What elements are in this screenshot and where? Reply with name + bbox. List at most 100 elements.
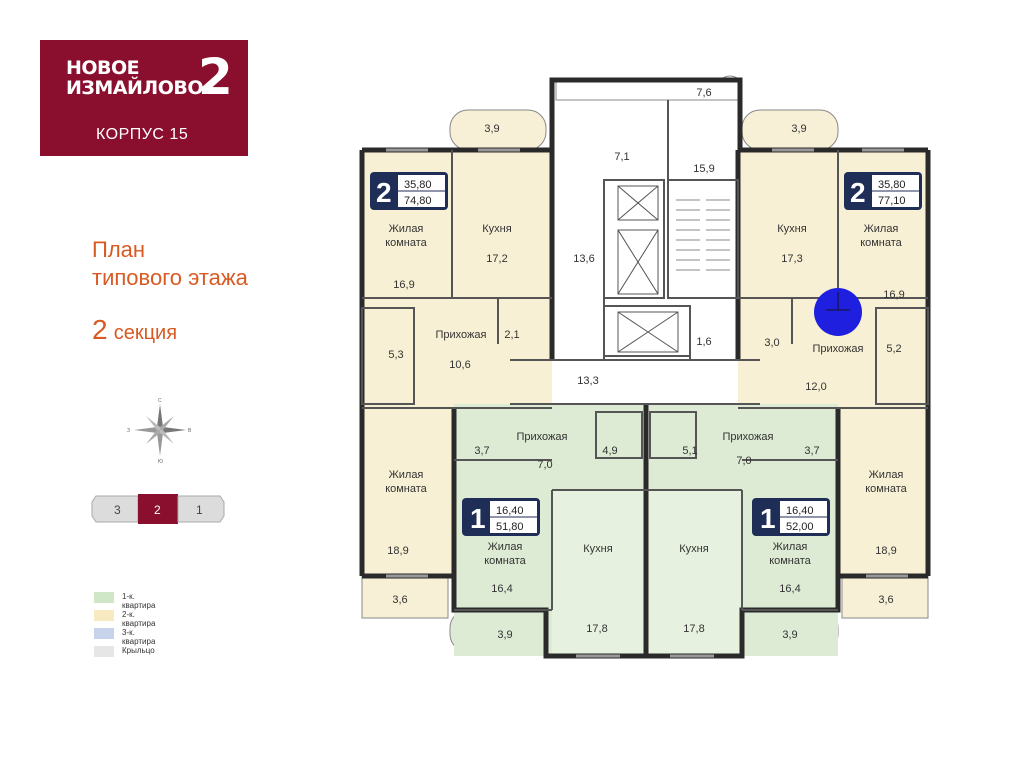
- room-name: Жилая: [773, 541, 808, 553]
- badge-tl[interactable]: 2 35,80 74,80: [370, 172, 448, 210]
- area-label: 5,3: [388, 349, 403, 361]
- area-label: 17,8: [586, 623, 607, 635]
- project-logo: НОВОЕ ИЗМАЙЛОВО 2 КОРПУС 15: [40, 40, 248, 156]
- section-item-3[interactable]: 3: [114, 503, 121, 517]
- balcony-bl[interactable]: [361, 575, 449, 619]
- badge-total: 74,80: [404, 195, 432, 207]
- badge-rooms: 1: [470, 503, 486, 534]
- compass-s: Ю: [158, 459, 163, 465]
- windows: [386, 148, 908, 658]
- room-name: Жилая: [488, 541, 523, 553]
- badge-living: 35,80: [404, 179, 432, 191]
- legend-label: 3-к. квартира: [122, 628, 156, 646]
- balcony-tr[interactable]: [741, 109, 839, 151]
- room-name: Кухня: [777, 223, 806, 235]
- section-title: 2 секция: [92, 316, 177, 347]
- area-label: 17,2: [486, 253, 507, 265]
- korpus-label: КОРПУС 15: [96, 126, 189, 143]
- legend-swatch: [94, 646, 114, 657]
- badge-rooms: 2: [376, 177, 392, 208]
- badge-living: 16,40: [496, 505, 524, 517]
- room-name: Жилая: [389, 223, 424, 235]
- area-label: 3,6: [392, 594, 407, 606]
- section-2-shape[interactable]: [138, 494, 178, 524]
- plan-title: План типового этажа 2 секция: [92, 236, 248, 344]
- area-label: 3,9: [791, 123, 806, 135]
- area-label: 3,7: [474, 445, 489, 457]
- area-label: 3,9: [484, 123, 499, 135]
- badge-br[interactable]: 1 16,40 52,00: [752, 498, 830, 536]
- room-name: Жилая: [389, 469, 424, 481]
- apartment-tl-room[interactable]: [362, 408, 454, 576]
- section-selector: 3 2 1: [91, 494, 225, 524]
- room-name: Кухня: [583, 543, 612, 555]
- room-name: Прихожая: [436, 329, 487, 341]
- area-label: 18,9: [875, 545, 896, 557]
- area-label: 3,0: [764, 337, 779, 349]
- badge-rooms: 2: [850, 177, 866, 208]
- section-item-2[interactable]: 2: [154, 503, 161, 517]
- room-name: комната: [865, 483, 907, 495]
- area-label: 7,0: [537, 459, 552, 471]
- badge-total: 52,00: [786, 521, 814, 533]
- room-name: комната: [385, 483, 427, 495]
- badge-living: 16,40: [786, 505, 814, 517]
- title-line-2: типового этажа: [92, 265, 248, 290]
- legend-swatch: [94, 592, 114, 603]
- area-label: 3,7: [804, 445, 819, 457]
- area-label: 3,9: [782, 629, 797, 641]
- area-label: 1,6: [696, 336, 711, 348]
- logo-number: 2: [198, 48, 233, 106]
- section-word: секция: [113, 322, 178, 344]
- apartment-tr-room[interactable]: [838, 408, 930, 576]
- area-label: 12,0: [805, 381, 826, 393]
- area-label: 5,2: [886, 343, 901, 355]
- logo-line-1: НОВОЕ: [66, 57, 140, 79]
- area-label: 10,6: [449, 359, 470, 371]
- compass-e: В: [188, 428, 192, 434]
- room-name: комната: [385, 237, 427, 249]
- badge-total: 77,10: [878, 195, 906, 207]
- area-label: 7,6: [696, 87, 711, 99]
- legend-swatch: [94, 628, 114, 639]
- area-label: 2,1: [504, 329, 519, 341]
- area-label: 7,0: [736, 455, 751, 467]
- area-label: 16,9: [393, 279, 414, 291]
- legend-label: Крыльцо: [122, 646, 155, 655]
- room-name: Жилая: [869, 469, 904, 481]
- section-1-shape[interactable]: [177, 495, 225, 523]
- room-name: комната: [769, 555, 811, 567]
- area-label: 7,1: [614, 151, 629, 163]
- legend-label: 1-к. квартира: [122, 592, 156, 610]
- title-line-1: План: [92, 237, 146, 262]
- area-label: 17,3: [781, 253, 802, 265]
- area-label: 16,4: [779, 583, 800, 595]
- compass-rose-icon: С Ю З В: [127, 398, 192, 465]
- elevators: [617, 185, 679, 353]
- badge-tr[interactable]: 2 35,80 77,10: [844, 172, 922, 210]
- badge-living: 35,80: [878, 179, 906, 191]
- section-item-1[interactable]: 1: [196, 503, 203, 517]
- room-name: Жилая: [864, 223, 899, 235]
- location-marker[interactable]: [814, 288, 862, 336]
- walls: [359, 77, 931, 659]
- room-name: Прихожая: [517, 431, 568, 443]
- inner-walls: [361, 100, 929, 611]
- room-name: Прихожая: [813, 343, 864, 355]
- legend-label: 2-к. квартира: [122, 610, 156, 628]
- balcony-br[interactable]: [841, 575, 929, 619]
- logo-line-2: ИЗМАЙЛОВО: [66, 77, 203, 99]
- room-name: Прихожая: [723, 431, 774, 443]
- area-label: 4,9: [602, 445, 617, 457]
- badge-total: 51,80: [496, 521, 524, 533]
- staircase: [676, 199, 730, 271]
- room-name: Кухня: [482, 223, 511, 235]
- room-name: комната: [860, 237, 902, 249]
- compass-w: З: [127, 428, 130, 434]
- badge-bl[interactable]: 1 16,40 51,80: [462, 498, 540, 536]
- area-label: 15,9: [693, 163, 714, 175]
- compass-n: С: [158, 398, 162, 404]
- area-label: 16,9: [883, 289, 904, 301]
- room-name: Кухня: [679, 543, 708, 555]
